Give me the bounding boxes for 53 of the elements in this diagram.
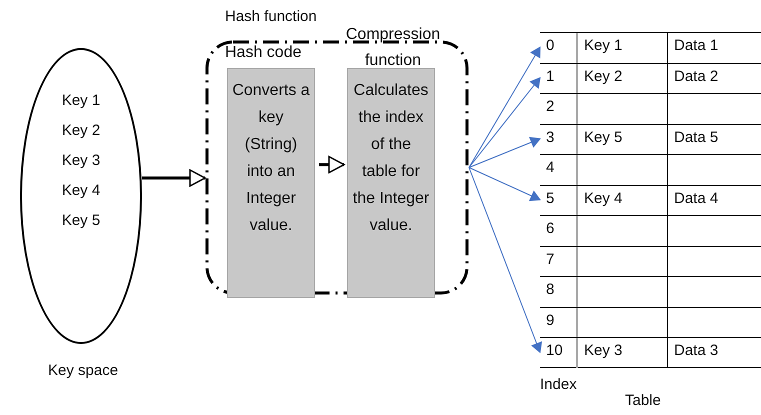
arrow xyxy=(468,137,540,168)
table-cell-text: Data 5 xyxy=(673,128,720,148)
arrow xyxy=(142,169,206,187)
table-cell-text: Data 3 xyxy=(673,341,720,361)
box-heading: Compression function xyxy=(345,25,441,71)
table-cell: Key 4 xyxy=(578,186,668,215)
table-row xyxy=(540,32,761,62)
key-space-ellipse xyxy=(20,48,142,344)
table-cell: 5 xyxy=(540,186,578,215)
arrow xyxy=(468,77,540,168)
table-row xyxy=(540,276,761,306)
process-box: Calculates the index of the table for the Integer value. xyxy=(347,68,435,298)
table-cell-text: Data 4 xyxy=(673,188,720,208)
key-label: Key 4 xyxy=(62,181,100,201)
table-row xyxy=(540,154,761,184)
table-cell: Key 2 xyxy=(578,64,668,93)
ellipse-caption: Key space xyxy=(48,362,118,379)
table-cell: 1 xyxy=(540,64,578,93)
table-cell: 2 xyxy=(540,94,578,124)
key-label: Key 1 xyxy=(62,91,100,111)
key-label: Key 5 xyxy=(62,211,100,231)
table-row xyxy=(540,184,761,215)
arrow xyxy=(468,46,540,168)
arrow xyxy=(468,167,542,353)
table-row xyxy=(540,246,761,276)
table-cell: 9 xyxy=(540,308,578,337)
table-cell-text: Data 2 xyxy=(673,66,720,86)
table-row xyxy=(540,306,761,337)
table-cell-text: Data 1 xyxy=(673,36,720,56)
key-label: Key 2 xyxy=(62,121,100,141)
arrow xyxy=(319,156,345,174)
table-row xyxy=(540,215,761,246)
table-cell: 4 xyxy=(540,155,578,184)
table-row xyxy=(540,124,761,154)
table-row xyxy=(540,337,761,368)
arrow xyxy=(468,167,540,202)
table-cell: Key 5 xyxy=(578,124,668,154)
table-cell: 7 xyxy=(540,246,578,276)
table-row xyxy=(540,93,761,124)
group-title: Hash function xyxy=(225,8,317,25)
table-cell: 0 xyxy=(540,33,578,62)
table-row xyxy=(540,62,761,93)
table-cell: Key 1 xyxy=(578,33,668,62)
key-label: Key 3 xyxy=(62,151,100,171)
table-cell: 10 xyxy=(540,338,578,368)
table-cell: 6 xyxy=(540,216,578,246)
table-caption: Table xyxy=(625,392,661,409)
process-box: Converts a key (String) into an Integer value. xyxy=(227,68,315,298)
box-heading: Hash code xyxy=(225,43,302,63)
table-cell: 8 xyxy=(540,277,578,306)
column-label: Index xyxy=(540,376,577,393)
table-cell: 3 xyxy=(540,124,578,154)
table-cell: Key 3 xyxy=(578,338,668,368)
